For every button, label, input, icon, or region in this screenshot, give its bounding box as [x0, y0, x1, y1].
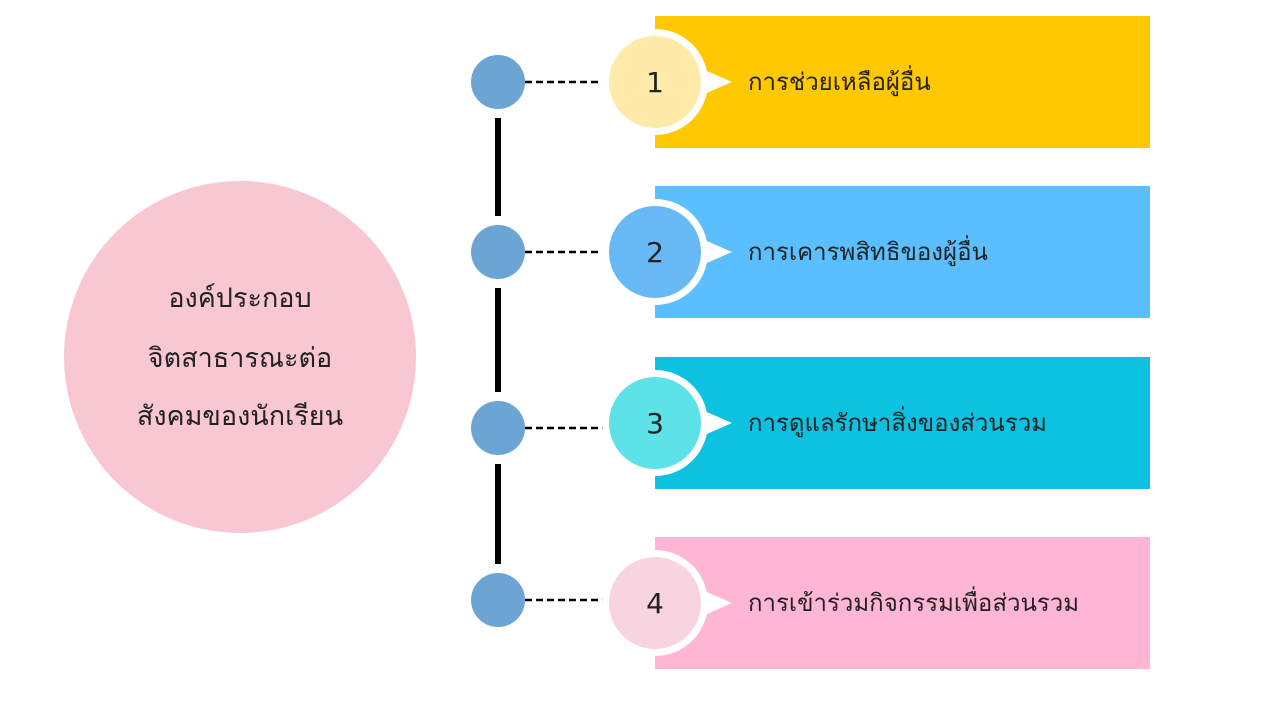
item-bar — [655, 16, 1150, 148]
center-line-3: สังคมของนักเรียน — [137, 401, 343, 432]
item-label: การเข้าร่วมกิจกรรมเพื่อส่วนรวม — [748, 586, 1079, 617]
list-item: 4 การเข้าร่วมกิจกรรมเพื่อส่วนรวม — [471, 537, 1150, 669]
center-circle — [64, 181, 416, 533]
timeline-dot — [471, 225, 525, 279]
pointer-arrow-icon — [700, 238, 732, 266]
item-label: การเคารพสิทธิของผู้อื่น — [748, 235, 988, 267]
item-number: 1 — [646, 66, 664, 99]
number-badge — [609, 36, 701, 128]
number-badge — [609, 377, 701, 469]
number-badge — [609, 206, 701, 298]
item-number: 4 — [646, 587, 664, 620]
center-line-1: องค์ประกอบ — [168, 282, 311, 314]
pointer-arrow-icon — [700, 68, 732, 96]
list-item: 3 การดูแลรักษาสิ่งของส่วนรวม — [471, 357, 1150, 489]
list-item: 1 การช่วยเหลือผู้อื่น — [471, 16, 1150, 148]
item-bar — [655, 357, 1150, 489]
center-line-2: จิตสาธารณะต่อ — [148, 343, 332, 374]
pointer-arrow-icon — [700, 589, 732, 617]
item-label: การช่วยเหลือผู้อื่น — [748, 65, 931, 97]
item-number: 3 — [646, 407, 664, 440]
item-bar — [655, 537, 1150, 669]
list-item: 2 การเคารพสิทธิของผู้อื่น — [471, 186, 1150, 318]
timeline-dot — [471, 55, 525, 109]
item-label: การดูแลรักษาสิ่งของส่วนรวม — [748, 406, 1047, 438]
timeline-dot — [471, 573, 525, 627]
pointer-arrow-icon — [700, 409, 732, 437]
item-number: 2 — [646, 236, 664, 269]
item-bar — [655, 186, 1150, 318]
timeline-dot — [471, 401, 525, 455]
number-badge — [609, 557, 701, 649]
